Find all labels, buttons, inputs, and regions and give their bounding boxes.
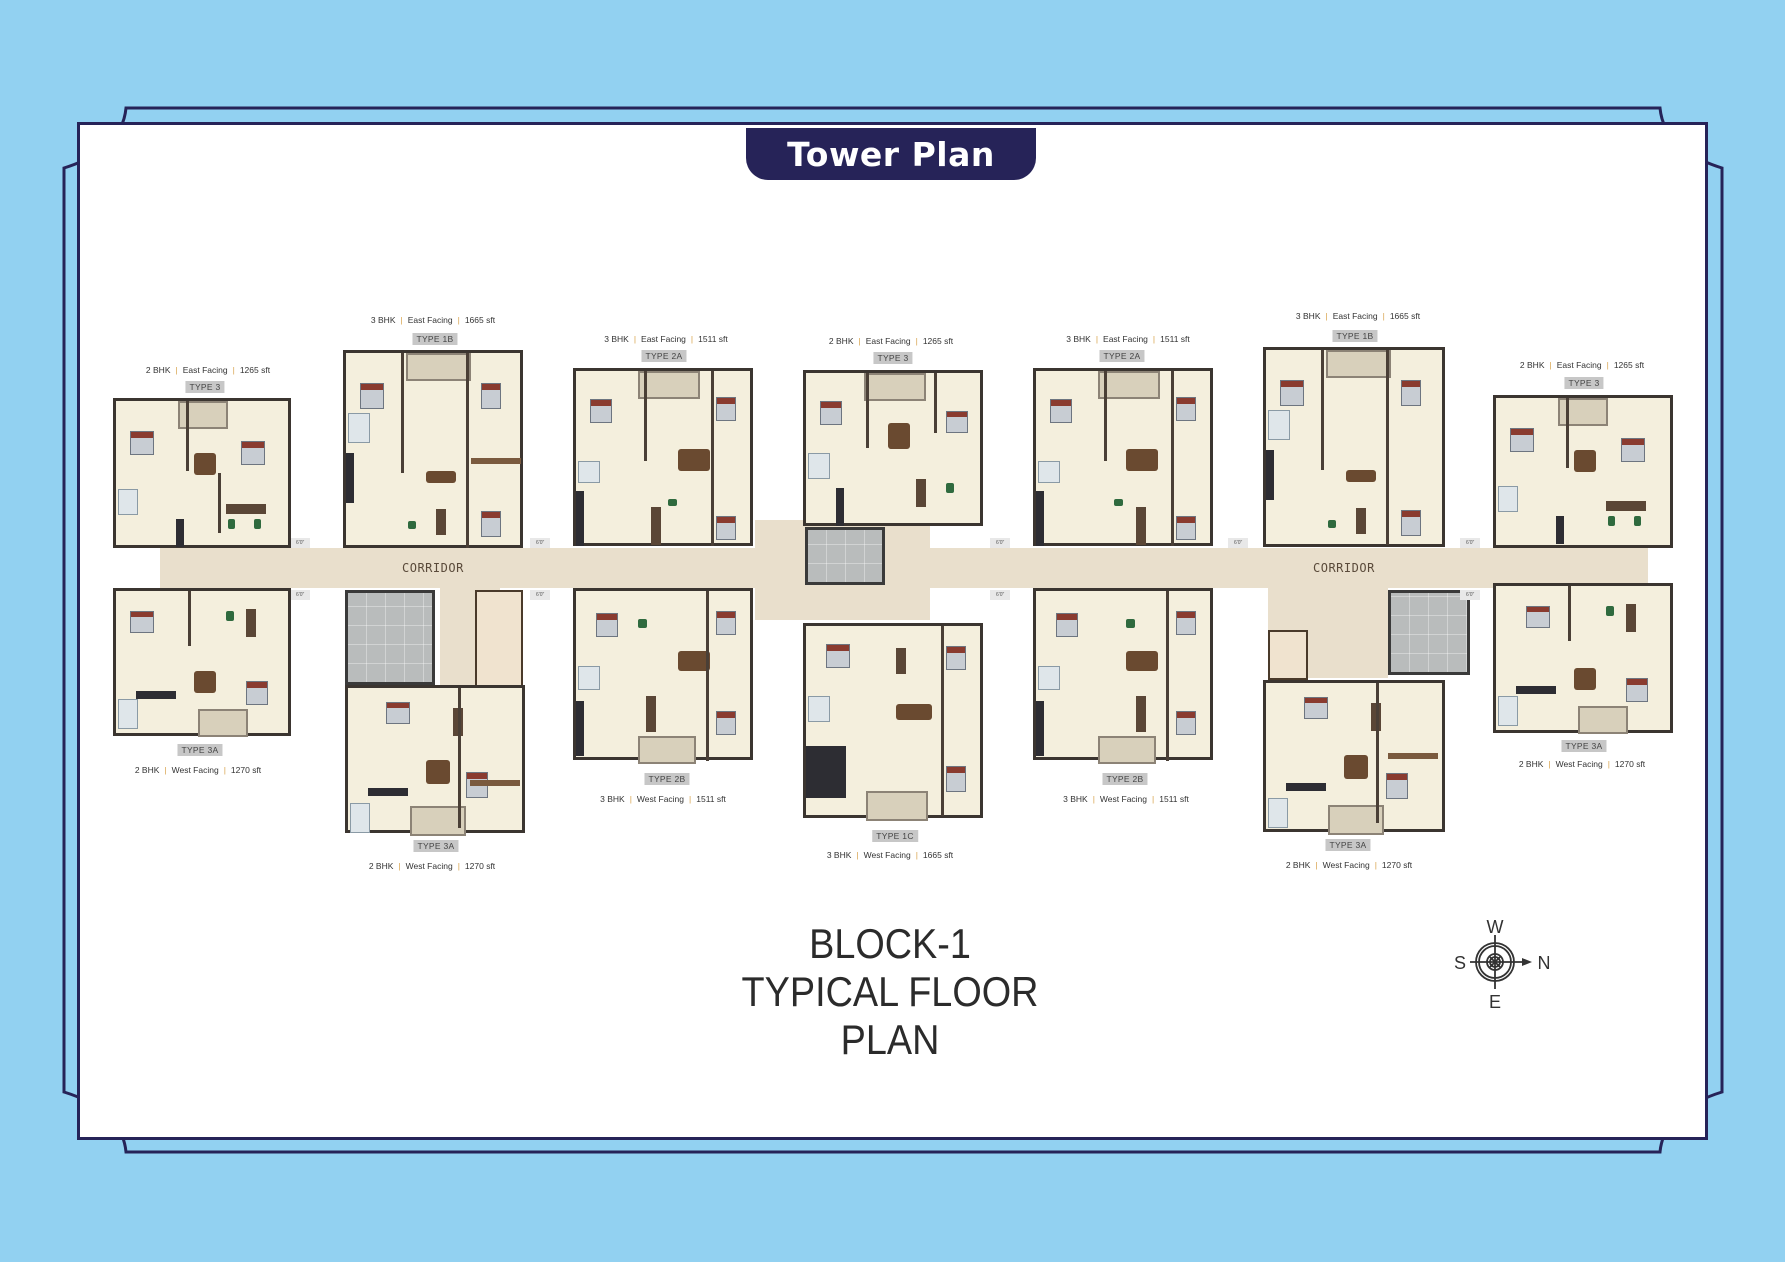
block-title: BLOCK-1 TYPICAL FLOOR PLAN xyxy=(701,920,1079,1064)
unit-caption: 3 BHK|East Facing|1665 sft xyxy=(370,315,496,325)
unit-caption: 3 BHK|West Facing|1511 sft xyxy=(600,794,726,804)
svg-text:W: W xyxy=(1487,917,1504,937)
block-title-line-2: TYPICAL FLOOR PLAN xyxy=(741,968,1039,1063)
unit-caption: 2 BHK|East Facing|1265 sft xyxy=(145,365,271,375)
lift-lobby-east xyxy=(1388,590,1470,675)
unit-plan-type-1c[interactable] xyxy=(803,623,983,821)
unit-caption: 3 BHK|West Facing|1665 sft xyxy=(826,850,954,860)
svg-text:S: S xyxy=(1454,953,1466,973)
dimension-tag: 6'0" xyxy=(530,590,551,600)
unit-type-badge: TYPE 1C xyxy=(872,830,918,842)
unit-plan-type-2a[interactable] xyxy=(573,368,753,546)
unit-caption: 2 BHK|West Facing|1270 sft xyxy=(1518,759,1646,769)
unit-type-badge: TYPE 2A xyxy=(1099,350,1145,362)
service-shaft-west xyxy=(475,590,523,690)
unit-type-badge: TYPE 3 xyxy=(1564,377,1604,389)
unit-type-badge: TYPE 3A xyxy=(177,744,223,756)
unit-caption: 2 BHK|East Facing|1265 sft xyxy=(828,336,954,346)
unit-plan-type-3a-east[interactable] xyxy=(1263,680,1445,835)
dimension-tag: 6'0" xyxy=(1460,538,1481,548)
unit-type-badge: TYPE 3A xyxy=(1561,740,1607,752)
unit-caption: 3 BHK|East Facing|1511 sft xyxy=(1066,334,1190,344)
dimension-tag: 6'0" xyxy=(290,538,311,548)
unit-type-badge: TYPE 3 xyxy=(185,381,225,393)
unit-type-badge: TYPE 3A xyxy=(1325,839,1371,851)
unit-plan-type-2a-east[interactable] xyxy=(1033,368,1213,546)
unit-type-badge: TYPE 3A xyxy=(413,840,459,852)
lift-lobby-west xyxy=(345,590,435,685)
unit-plan-type-3-center[interactable] xyxy=(803,370,983,526)
unit-plan-type-3a[interactable] xyxy=(345,685,525,836)
unit-caption: 2 BHK|East Facing|1265 sft xyxy=(1519,360,1645,370)
unit-type-badge: TYPE 2B xyxy=(644,773,690,785)
dimension-tag: 6'0" xyxy=(530,538,551,548)
unit-caption: 3 BHK|East Facing|1511 sft xyxy=(604,334,728,344)
block-title-line-1: BLOCK-1 xyxy=(809,920,971,967)
service-shaft-east xyxy=(1268,630,1308,680)
unit-plan-type-1b[interactable] xyxy=(343,350,523,548)
unit-type-badge: TYPE 1B xyxy=(1332,330,1378,342)
corridor-label-east: CORRIDOR xyxy=(1313,561,1375,575)
unit-plan-type-2b[interactable] xyxy=(573,588,753,764)
compass-icon: W S N E xyxy=(1448,915,1558,1020)
lift-lobby-center xyxy=(805,527,885,585)
unit-caption: 2 BHK|West Facing|1270 sft xyxy=(368,861,496,871)
dimension-tag: 6'0" xyxy=(990,538,1011,548)
unit-caption: 2 BHK|West Facing|1270 sft xyxy=(1285,860,1413,870)
unit-plan-type-3a-west[interactable] xyxy=(113,588,291,737)
unit-plan-type-3a-far-east[interactable] xyxy=(1493,583,1673,734)
unit-plan-type-3[interactable] xyxy=(113,398,291,548)
unit-caption: 2 BHK|West Facing|1270 sft xyxy=(134,765,262,775)
unit-plan-type-3-far-east[interactable] xyxy=(1493,395,1673,548)
unit-type-badge: TYPE 2B xyxy=(1102,773,1148,785)
unit-plan-type-1b-east[interactable] xyxy=(1263,347,1445,547)
dimension-tag: 6'0" xyxy=(1460,590,1481,600)
svg-text:E: E xyxy=(1489,992,1501,1012)
unit-caption: 3 BHK|West Facing|1511 sft xyxy=(1063,794,1189,804)
dimension-tag: 6'0" xyxy=(990,590,1011,600)
unit-caption: 3 BHK|East Facing|1665 sft xyxy=(1295,311,1421,321)
page-title: Tower Plan xyxy=(746,128,1036,180)
corridor-label-west: CORRIDOR xyxy=(402,561,464,575)
unit-type-badge: TYPE 2A xyxy=(641,350,687,362)
svg-text:N: N xyxy=(1538,953,1551,973)
unit-plan-type-2b-east[interactable] xyxy=(1033,588,1213,764)
unit-type-badge: TYPE 1B xyxy=(412,333,458,345)
dimension-tag: 6'0" xyxy=(1228,538,1249,548)
dimension-tag: 6'0" xyxy=(290,590,311,600)
unit-type-badge: TYPE 3 xyxy=(873,352,913,364)
